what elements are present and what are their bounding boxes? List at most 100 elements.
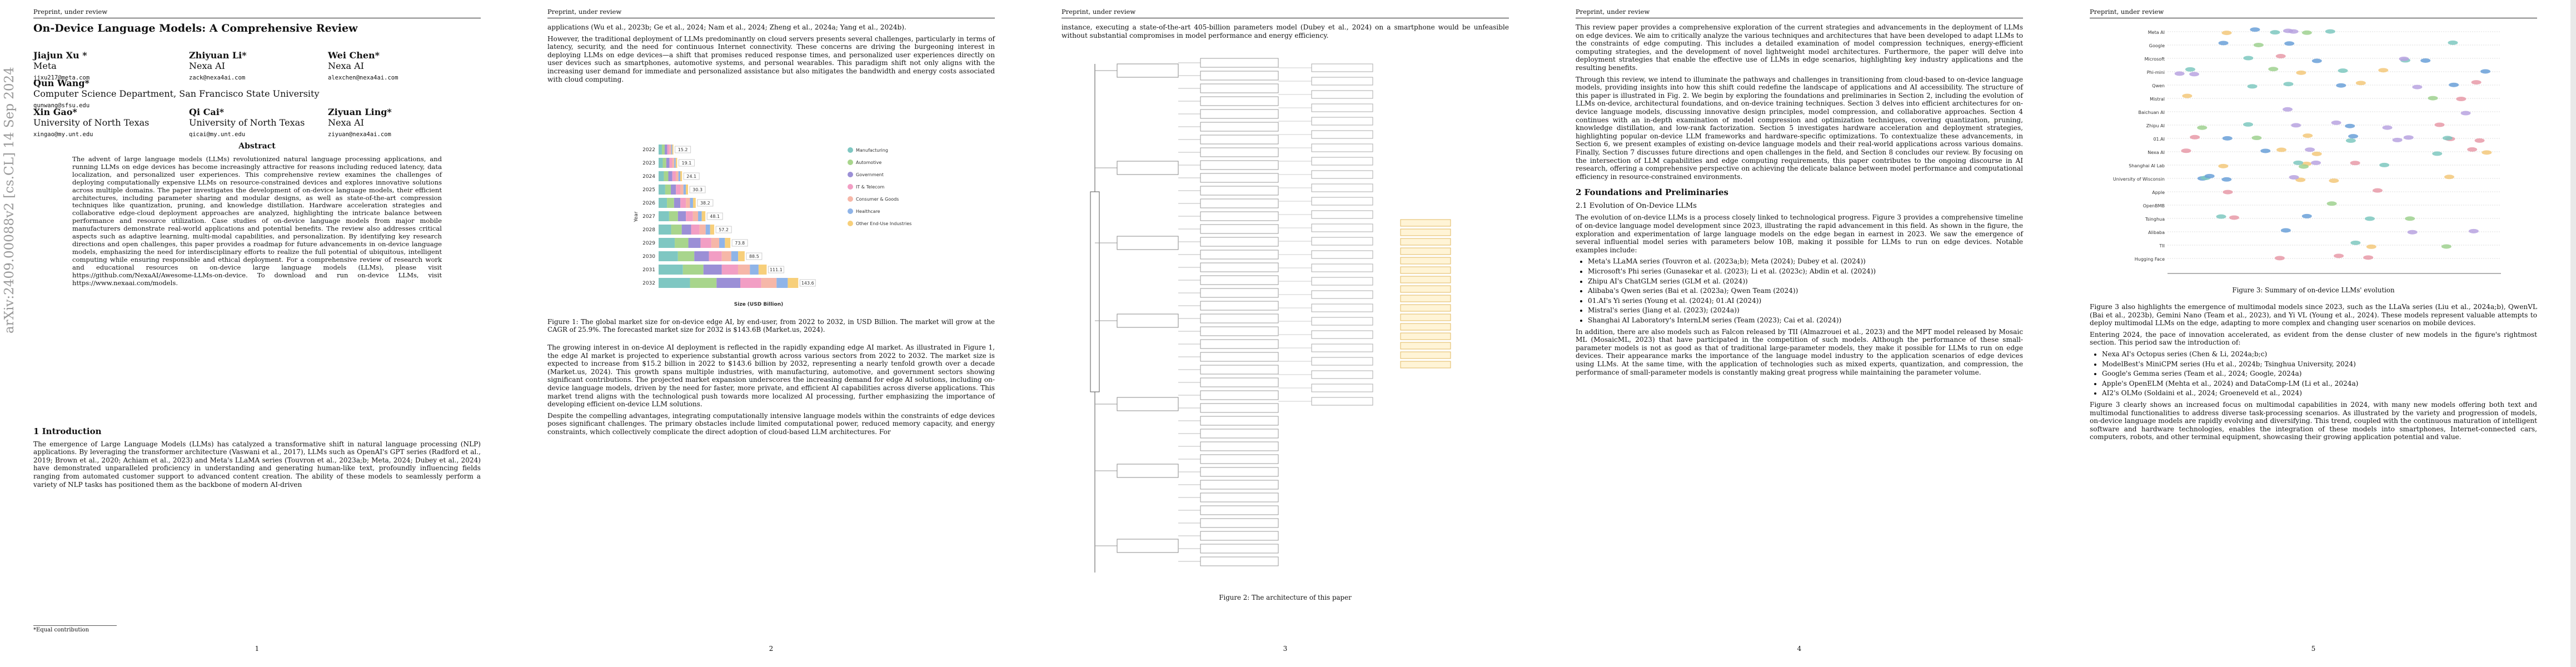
model-marker [2471, 80, 2482, 85]
topic-node [1311, 290, 1373, 299]
model-marker [2325, 29, 2335, 34]
bar-segment [659, 225, 671, 235]
topic-node [1311, 157, 1373, 166]
model-marker [2399, 56, 2409, 61]
model-marker [2326, 201, 2337, 206]
model-marker [2350, 161, 2360, 166]
data-label: 19.1 [682, 161, 692, 166]
tick-label: 2024 [642, 174, 655, 180]
leaf-node [1400, 238, 1451, 246]
model-marker [2364, 216, 2375, 221]
subsection-node [1200, 518, 1279, 528]
bar-segment [761, 278, 777, 288]
model-marker [2305, 147, 2315, 152]
row-label: Qwen [2152, 83, 2165, 88]
model-marker [2412, 84, 2423, 89]
legend-swatch [848, 221, 853, 226]
section-node [1117, 161, 1179, 175]
data-label-box [715, 226, 732, 233]
model-marker [2482, 150, 2492, 155]
model-marker [2392, 137, 2403, 142]
model-marker [2382, 125, 2393, 130]
leaf-node [1400, 313, 1451, 321]
bar-segment [776, 278, 788, 288]
paragraph: This review paper provides a comprehensi… [1576, 23, 2023, 72]
data-label: 38.2 [700, 201, 710, 206]
model-marker [2434, 122, 2445, 127]
row-label: Mistral [2150, 97, 2165, 102]
figure-caption: Figure 2: The architecture of this paper [1219, 594, 1352, 601]
subsection-node [1200, 480, 1279, 490]
model-marker [2229, 215, 2239, 220]
bar-segment [674, 158, 676, 168]
row-label: OpenBMB [2143, 203, 2165, 208]
bar-segment [680, 198, 686, 208]
model-marker [2460, 111, 2471, 116]
running-header: Preprint, under review [1576, 8, 1650, 16]
author-affiliation: University of North Texas [33, 117, 150, 128]
running-header: Preprint, under review [547, 8, 622, 16]
model-marker [2283, 28, 2294, 33]
topic-node [1311, 277, 1373, 286]
model-marker [2223, 190, 2233, 195]
model-marker [2379, 162, 2390, 167]
model-marker [2270, 30, 2280, 35]
bar-segment [694, 251, 709, 261]
leaf-node [1400, 351, 1451, 359]
legend-label: Government [856, 172, 884, 177]
model-marker [2221, 177, 2232, 182]
tick-label: 2023 [642, 161, 655, 166]
bar-segment [680, 185, 684, 195]
paragraph: instance, executing a state-of-the-art 4… [1062, 23, 1509, 39]
leaf-node [1400, 332, 1451, 340]
subsection-node [1200, 186, 1279, 196]
subsection-node [1200, 262, 1279, 272]
paragraph: Figure 3 also highlights the emergence o… [2090, 303, 2537, 327]
abstract-text: The advent of large language models (LLM… [72, 155, 442, 287]
abstract-heading: Abstract [238, 142, 276, 151]
paragraph: The growing interest in on-device AI dep… [547, 344, 995, 409]
model-marker [2174, 71, 2185, 76]
bar-segment [661, 145, 665, 155]
bar-segment [671, 185, 676, 195]
section-heading: 2 Foundations and Preliminaries [1576, 187, 1728, 198]
model-marker [2301, 30, 2312, 35]
row-label: University of Wisconsin [2113, 177, 2165, 182]
tick-label: 2028 [642, 227, 655, 233]
row-label: Apple [2152, 190, 2165, 195]
topic-node [1311, 237, 1373, 246]
author-email: qicai@my.unt.edu [189, 131, 246, 138]
topic-node [1311, 170, 1373, 179]
subsection-node [1200, 122, 1279, 132]
model-marker [2350, 240, 2361, 245]
paragraph: applications (Wu et al., 2023b; Ge et al… [547, 23, 906, 31]
bar-segment [699, 225, 706, 235]
model-marker [2468, 228, 2479, 233]
model-marker [2298, 164, 2309, 169]
legend-swatch [848, 196, 853, 202]
model-marker [2283, 107, 2293, 112]
data-label-box [689, 186, 706, 193]
bar-segment [692, 198, 696, 208]
subsection-node [1200, 135, 1279, 145]
row-label: Baichuan AI [2139, 110, 2165, 115]
tick-label: 2031 [642, 267, 655, 273]
row-label: Hugging Face [2135, 257, 2165, 262]
running-header: Preprint, under review [2090, 8, 2164, 16]
bar-segment [701, 211, 706, 221]
data-label-box [675, 146, 691, 153]
subsection-node [1200, 71, 1279, 81]
page-number: 4 [1797, 645, 1802, 653]
bar-segment [675, 171, 679, 181]
author-email: qunwang@sfsu.edu [33, 102, 90, 109]
bar-segment [665, 145, 667, 155]
legend-swatch [848, 172, 853, 177]
data-label-box [731, 239, 748, 247]
bar-segment [721, 265, 738, 275]
model-marker [2268, 67, 2279, 72]
bar-segment [750, 265, 759, 275]
data-label: 143.6 [801, 281, 814, 286]
figure-caption: Figure 1: The global market size for on-… [547, 318, 995, 334]
topic-node [1311, 397, 1373, 406]
